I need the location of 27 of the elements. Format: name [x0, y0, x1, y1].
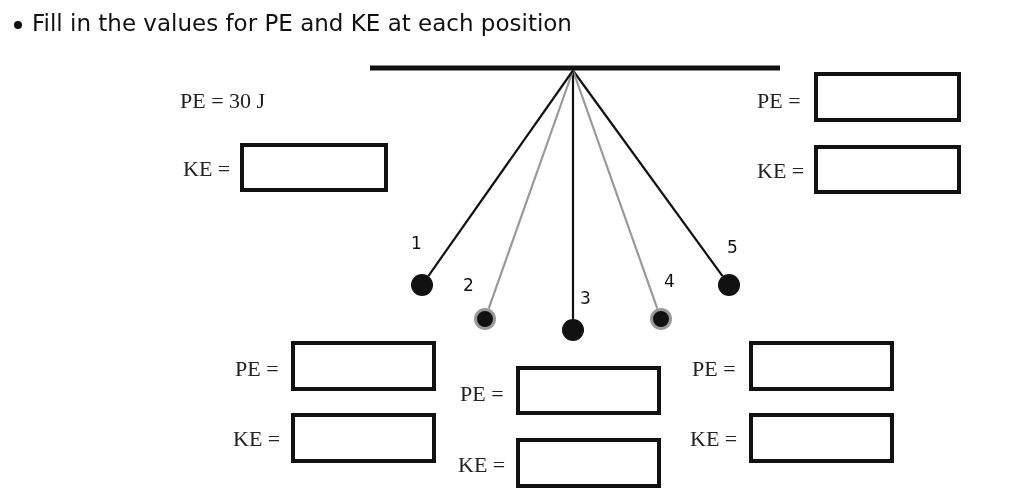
energy-label: PE =: [757, 89, 801, 113]
energy-label: KE =: [690, 427, 738, 451]
pendulum-string: [427, 69, 574, 277]
energy-label: PE = 30 J: [180, 89, 266, 113]
pendulum-bob: [650, 308, 672, 330]
position-number: 2: [463, 276, 474, 294]
instruction-text: Fill in the values for PE and KE at each position: [32, 10, 572, 36]
energy-label: PE =: [692, 357, 736, 381]
energy-label: KE =: [183, 157, 231, 181]
energy-label: KE =: [233, 427, 281, 451]
energy-label: KE =: [458, 453, 506, 477]
pendulum-string: [571, 70, 659, 309]
pendulum-string: [571, 70, 575, 319]
pendulum-bob: [562, 319, 584, 341]
position-number: 5: [727, 238, 738, 256]
position-number: 4: [664, 272, 675, 290]
pendulum-string: [487, 70, 575, 309]
energy-label: PE =: [235, 357, 279, 381]
energy-label: KE =: [757, 159, 805, 183]
pendulum-bob: [411, 274, 433, 296]
pendulum-bob: [474, 308, 496, 330]
energy-label: PE =: [460, 382, 504, 406]
position-number: 3: [580, 289, 591, 307]
position-number: 1: [411, 234, 422, 252]
support-bar: [370, 65, 780, 71]
pendulum-string: [572, 69, 724, 277]
pendulum-bob: [718, 274, 740, 296]
